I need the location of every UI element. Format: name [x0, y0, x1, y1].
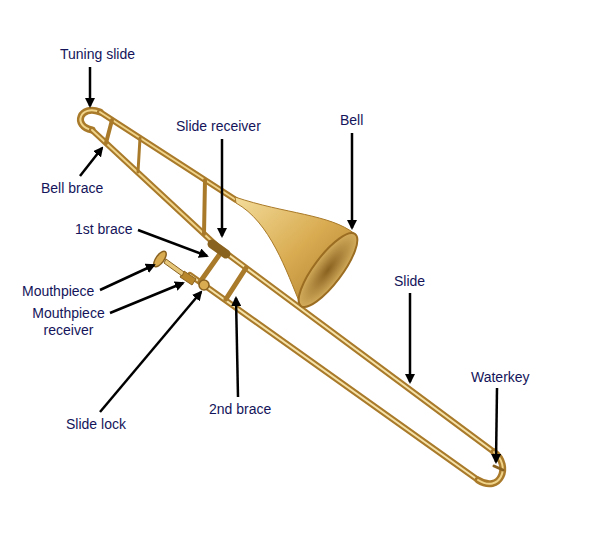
part-label: Slide: [394, 273, 425, 290]
part-label: Mouthpiece receiver: [21, 305, 116, 339]
mouthpiece: [151, 249, 196, 285]
part-label: Tuning slide: [60, 46, 135, 63]
leader-arrows: [80, 67, 497, 462]
part-label: Slide lock: [66, 416, 126, 433]
slide-tubes: [190, 244, 503, 484]
part-label: Bell brace: [41, 180, 103, 197]
part-label: Slide receiver: [176, 118, 261, 135]
bell: [235, 197, 366, 314]
part-label: 2nd brace: [209, 401, 271, 418]
part-label: 1st brace: [75, 221, 133, 238]
part-label: Mouthpiece: [22, 283, 94, 300]
part-label: Waterkey: [471, 369, 530, 386]
part-label: Bell: [340, 112, 363, 129]
